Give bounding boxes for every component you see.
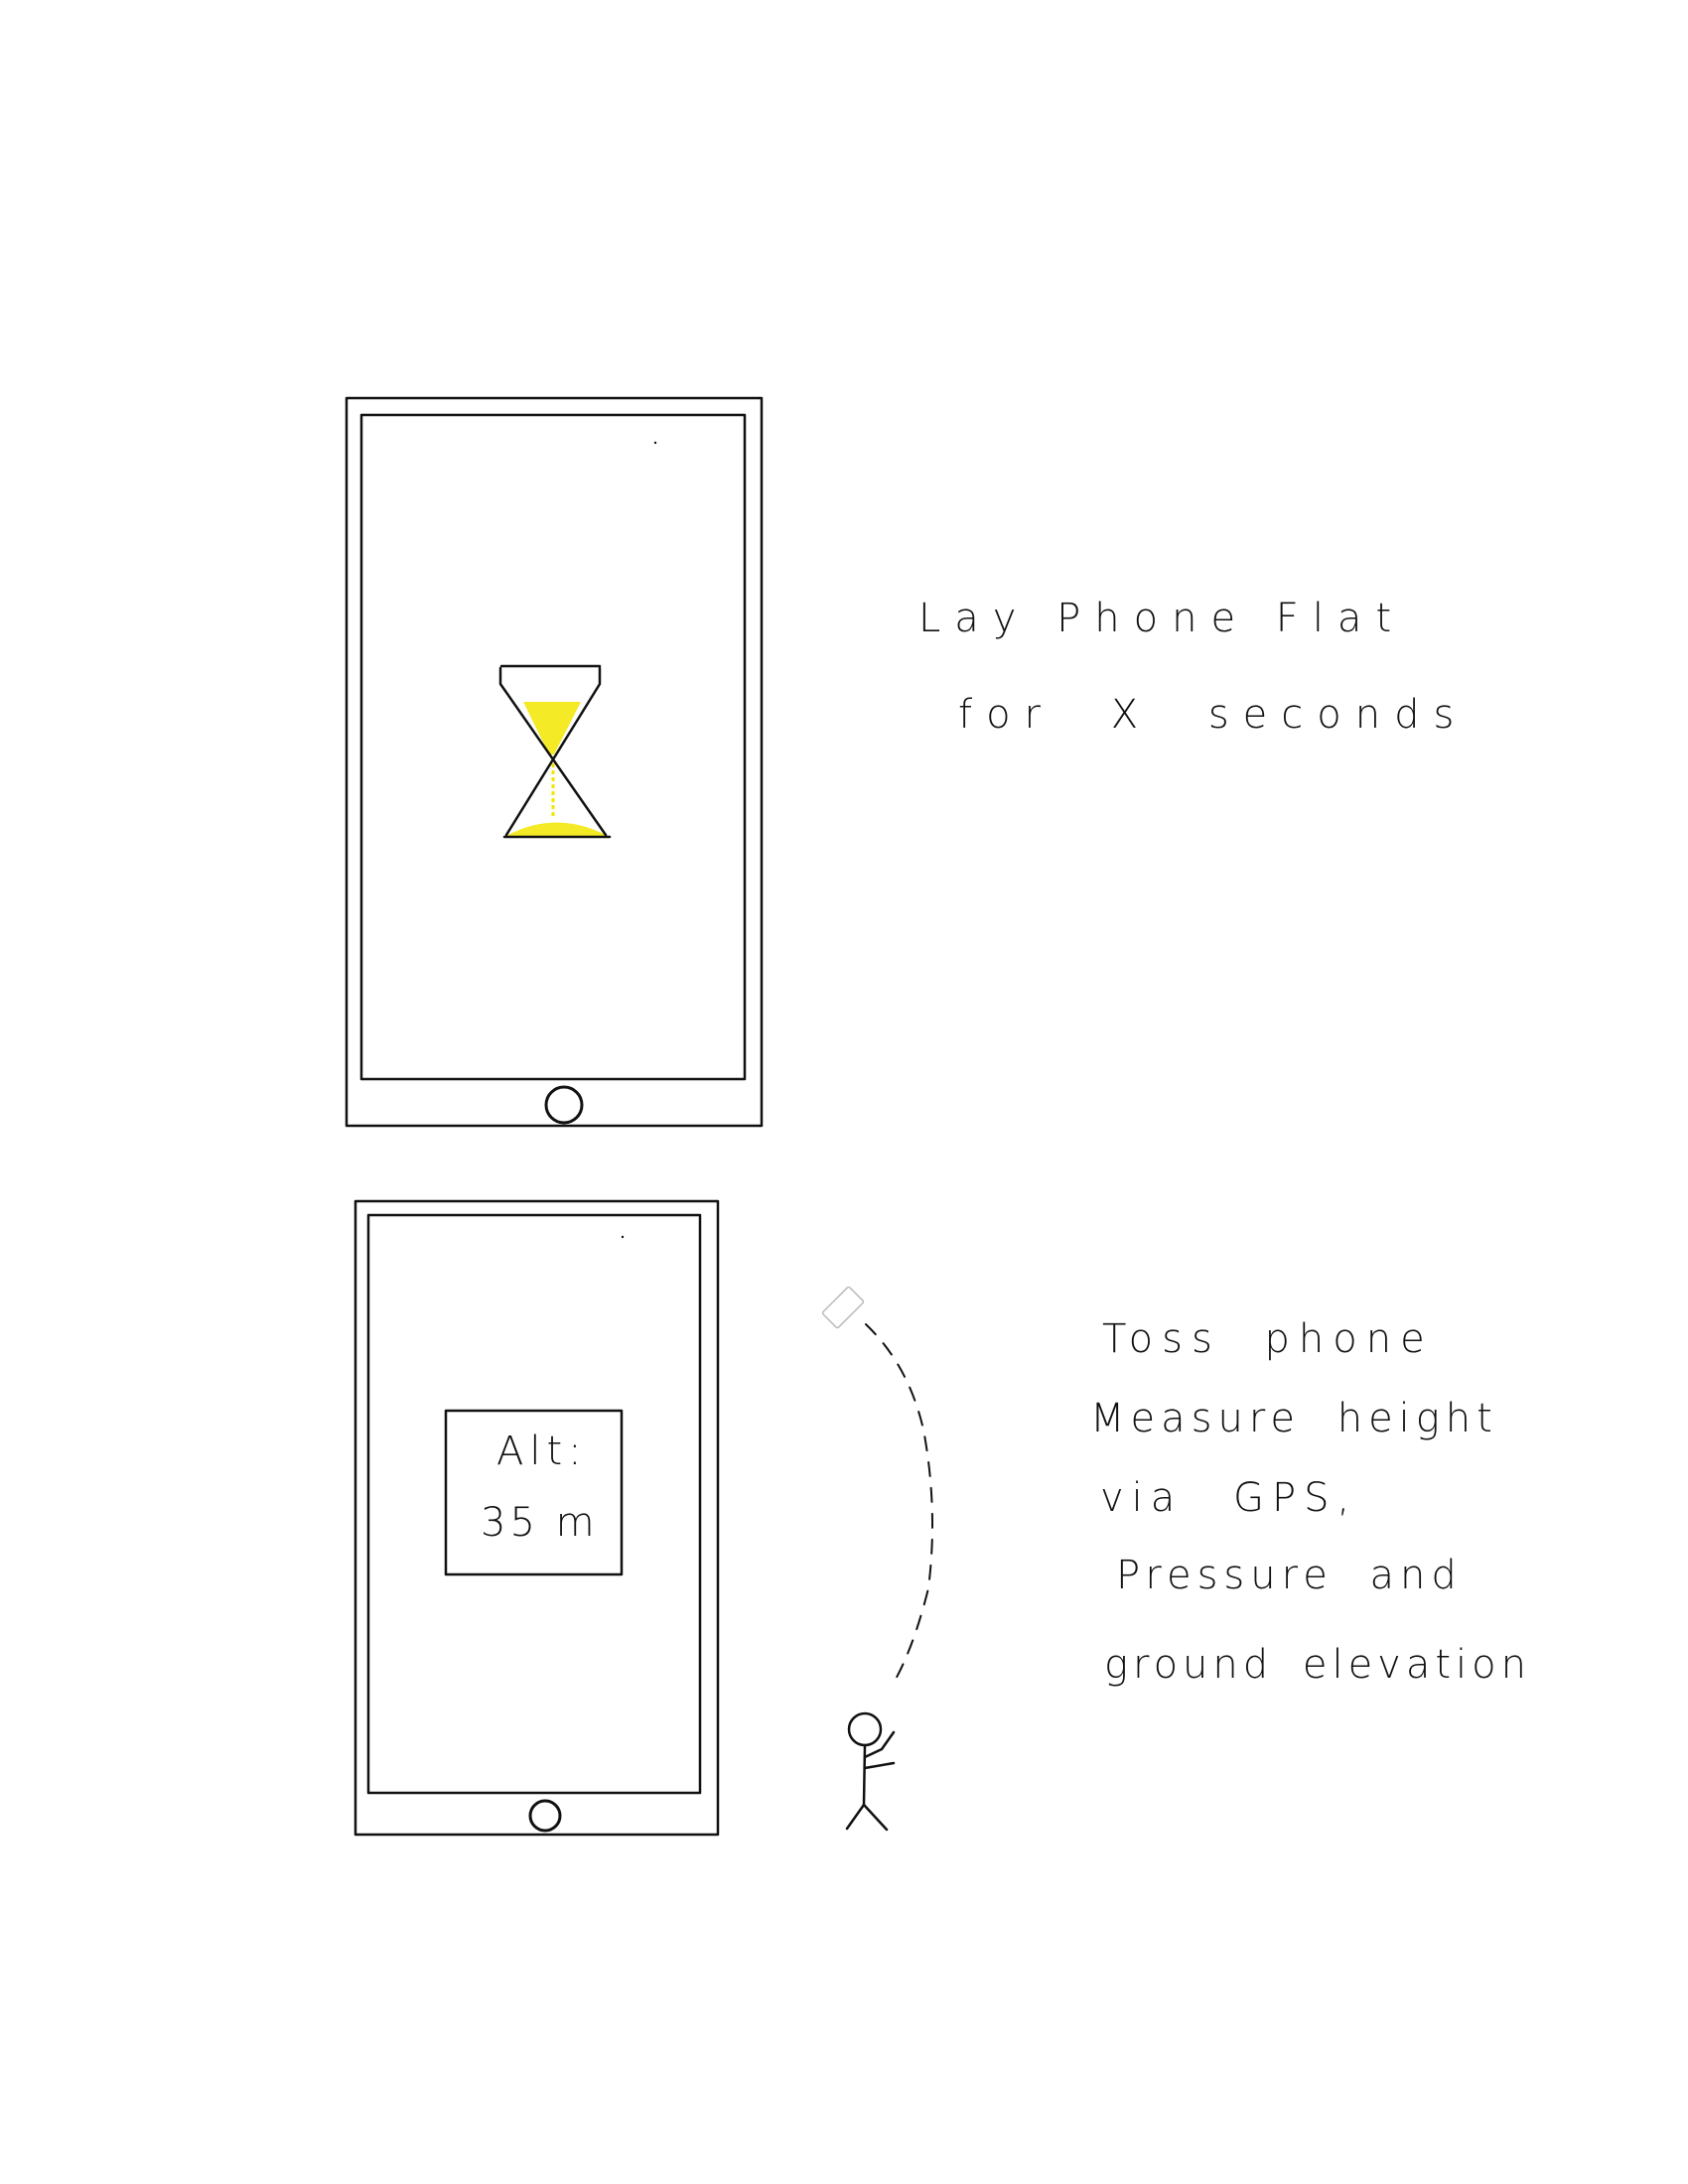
instruction-top: Lay Phone Flat for X seconds xyxy=(918,596,1468,738)
tossed-phone-icon xyxy=(821,1286,865,1329)
phone-top-home-button[interactable] xyxy=(544,1085,584,1125)
hourglass-icon xyxy=(498,664,612,839)
phone-bottom-home-button[interactable] xyxy=(528,1799,562,1833)
phone-top xyxy=(345,396,764,1128)
phone-top-screen xyxy=(359,413,747,1081)
hourglass-sand-bottom xyxy=(506,822,610,837)
trajectory-line xyxy=(865,1323,933,1684)
altitude-box: Alt: 35 m xyxy=(444,1409,624,1576)
phone-bottom-screen xyxy=(366,1213,702,1795)
toss-illustration xyxy=(821,1286,933,1832)
instruction-bottom-line2: Measure height xyxy=(1090,1396,1498,1441)
instruction-top-line2: for X seconds xyxy=(958,692,1468,738)
phone-top-camera-dot xyxy=(653,441,657,445)
stick-figure-icon xyxy=(845,1711,896,1832)
instruction-top-line1: Lay Phone Flat xyxy=(918,596,1405,641)
phone-bottom-body xyxy=(353,1199,720,1837)
instruction-bottom-line4: Pressure and xyxy=(1116,1553,1463,1598)
instruction-bottom-line1: Toss phone xyxy=(1102,1316,1434,1362)
phone-top-body xyxy=(345,396,764,1128)
instruction-bottom: Toss phone Measure height via GPS, Press… xyxy=(1090,1316,1531,1688)
phone-bottom-camera-dot xyxy=(621,1235,625,1239)
instruction-bottom-line5: ground elevation xyxy=(1104,1642,1531,1688)
instruction-bottom-line3: via GPS, xyxy=(1100,1475,1357,1521)
altitude-label: Alt: xyxy=(496,1429,588,1474)
phone-bottom: Alt: 35 m xyxy=(353,1199,720,1837)
hourglass-sand-top xyxy=(523,702,581,754)
altitude-value: 35 m xyxy=(481,1500,599,1546)
